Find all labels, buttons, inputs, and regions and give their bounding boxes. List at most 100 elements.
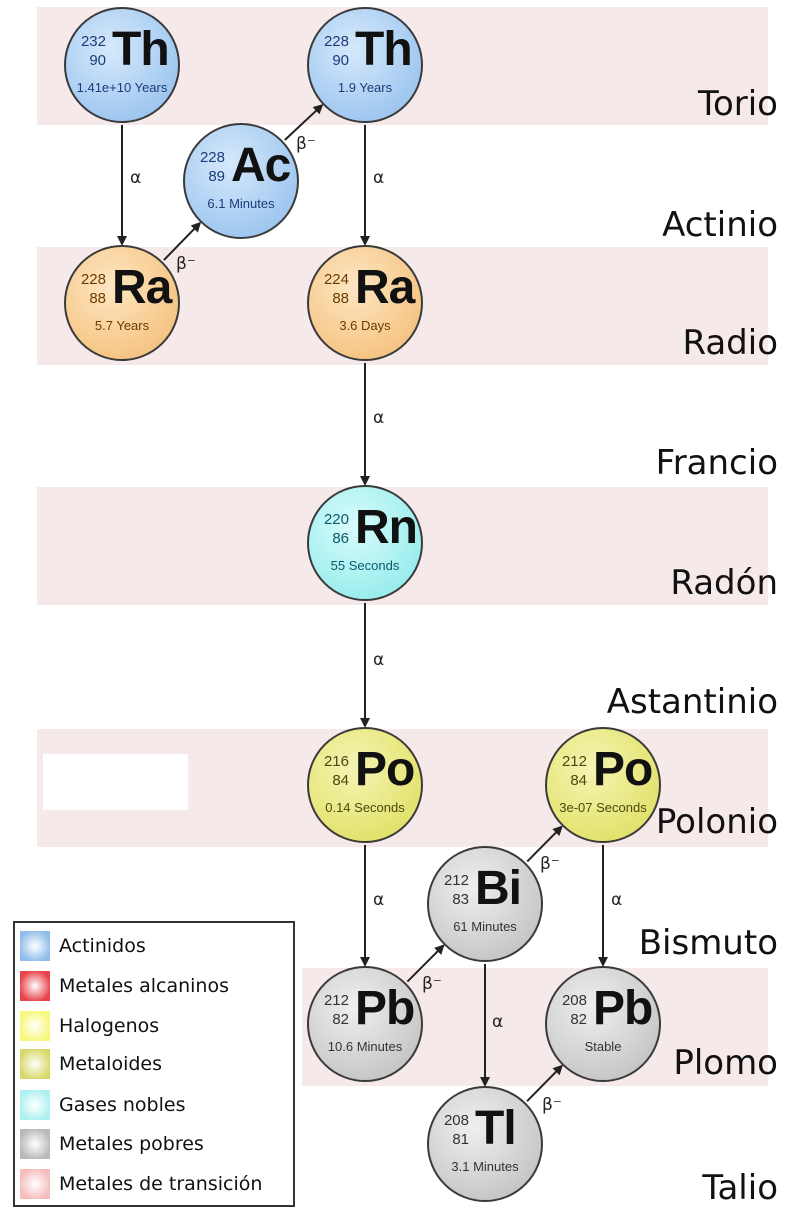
element-symbol: Po [355, 743, 415, 796]
mass-number: 208 [443, 1112, 469, 1129]
decay-label-po212-pb208: α [611, 890, 623, 910]
half-life: 3e-07 Seconds [559, 800, 647, 815]
atomic-number: 88 [89, 290, 106, 307]
mass-number: 212 [443, 872, 469, 889]
mass-number: 228 [199, 149, 225, 166]
row-label-torio: Torio [697, 84, 778, 124]
mass-number: 228 [323, 33, 349, 50]
half-life: 1.41e+10 Years [76, 80, 168, 95]
row-label-astantinio: Astantinio [606, 682, 778, 722]
element-symbol: Rn [355, 501, 418, 554]
half-life: 1.9 Years [337, 80, 393, 95]
legend: Actinidos Metales alcaninos Halogenos Me… [13, 921, 295, 1207]
legend-swatch [20, 931, 50, 961]
nuclide-th232: 232 90 Th 1.41e+10 Years [64, 7, 180, 123]
atomic-number: 82 [332, 1011, 349, 1028]
nuclide-pb208: 208 82 Pb Stable [545, 966, 661, 1082]
atomic-number: 83 [452, 891, 469, 908]
mass-number: 212 [323, 992, 349, 1009]
nuclide-ac228: 228 89 Ac 6.1 Minutes [183, 123, 299, 239]
element-symbol: Bi [475, 862, 522, 915]
atomic-number: 82 [570, 1011, 587, 1028]
legend-item-metales-pobres: Metales pobres [15, 1125, 295, 1163]
nuclide-bi212: 212 83 Bi 61 Minutes [427, 846, 543, 962]
legend-label: Metales alcaninos [59, 975, 229, 997]
nuclide-ra228: 228 88 Ra 5.7 Years [64, 245, 180, 361]
decay-label-bi212-tl208: α [492, 1012, 504, 1032]
element-symbol: Ac [231, 139, 291, 192]
half-life: Stable [584, 1039, 622, 1054]
legend-swatch [20, 971, 50, 1001]
legend-label: Actinidos [59, 935, 146, 957]
nuclide-th228: 228 90 Th 1.9 Years [307, 7, 423, 123]
mass-number: 212 [561, 753, 587, 770]
decay-label-ra224-rn220: α [373, 408, 385, 428]
legend-swatch [20, 1129, 50, 1159]
legend-item-metaloides: Metaloides [15, 1045, 295, 1083]
nuclide-rn220: 220 86 Rn 55 Seconds [307, 485, 423, 601]
atomic-number: 81 [452, 1131, 469, 1148]
half-life: 55 Seconds [330, 558, 400, 573]
element-symbol: Ra [355, 261, 415, 314]
element-symbol: Po [593, 743, 653, 796]
nuclide-po212: 212 84 Po 3e-07 Seconds [545, 727, 661, 843]
decay-arrow-tl208-pb208 [526, 1064, 564, 1102]
half-life: 3.1 Minutes [451, 1159, 519, 1174]
row-label-francio: Francio [655, 443, 778, 483]
decay-label-pb212-bi212: β⁻ [422, 974, 442, 994]
mass-number: 216 [323, 753, 349, 770]
legend-swatch [20, 1090, 50, 1120]
decay-arrow-ac228-th228 [284, 103, 324, 141]
legend-item-metales-alcaninos: Metales alcaninos [15, 967, 295, 1005]
decay-label-bi212-po212: β⁻ [540, 854, 560, 874]
atomic-number: 90 [89, 52, 106, 69]
row-label-bismuto: Bismuto [638, 923, 778, 963]
decay-label-tl208-pb208: β⁻ [542, 1095, 562, 1115]
decay-label-ac228-th228: β⁻ [296, 134, 316, 154]
half-life: 10.6 Minutes [327, 1039, 403, 1054]
half-life: 6.1 Minutes [207, 196, 275, 211]
row-label-actinio: Actinio [662, 205, 778, 245]
row-label-plomo: Plomo [673, 1043, 778, 1083]
nuclide-ra224: 224 88 Ra 3.6 Days [307, 245, 423, 361]
legend-swatch [20, 1011, 50, 1041]
legend-label: Metaloides [59, 1053, 163, 1075]
nuclide-po216: 216 84 Po 0.14 Seconds [307, 727, 423, 843]
mass-number: 208 [561, 992, 587, 1009]
half-life: 61 Minutes [453, 919, 517, 934]
decay-arrow-pb212-bi212 [406, 944, 445, 983]
legend-label: Metales de transición [59, 1173, 263, 1195]
element-symbol: Tl [475, 1102, 517, 1155]
half-life: 5.7 Years [94, 318, 150, 333]
element-symbol: Ra [112, 261, 172, 314]
legend-label: Metales pobres [59, 1133, 204, 1155]
nuclide-pb212: 212 82 Pb 10.6 Minutes [307, 966, 423, 1082]
half-life: 3.6 Days [339, 318, 391, 333]
legend-item-metales-de-transicion: Metales de transición [15, 1165, 295, 1203]
element-symbol: Th [112, 23, 170, 76]
legend-swatch [20, 1049, 50, 1079]
legend-label: Gases nobles [59, 1094, 186, 1116]
mass-number: 220 [323, 511, 349, 528]
legend-label: Halogenos [59, 1015, 160, 1037]
legend-item-halogenos: Halogenos [15, 1007, 295, 1045]
decay-arrow-ra228-ac228 [163, 221, 202, 261]
decay-label-th228-ra224: α [373, 168, 385, 188]
decay-label-po216-pb212: α [373, 890, 385, 910]
legend-item-gases-nobles: Gases nobles [15, 1086, 295, 1124]
atomic-number: 90 [332, 52, 349, 69]
row-label-radio: Radio [682, 323, 778, 363]
decay-arrow-bi212-po212 [526, 825, 563, 863]
decay-label-th232-ra228: α [130, 168, 142, 188]
mass-number: 228 [80, 271, 106, 288]
row-label-radon: Radón [670, 563, 778, 603]
mass-number: 224 [323, 271, 349, 288]
row-label-polonio: Polonio [655, 802, 778, 842]
half-life: 0.14 Seconds [325, 800, 405, 815]
atomic-number: 89 [208, 168, 225, 185]
legend-swatch [20, 1169, 50, 1199]
mass-number: 232 [80, 33, 106, 50]
atomic-number: 86 [332, 530, 349, 547]
